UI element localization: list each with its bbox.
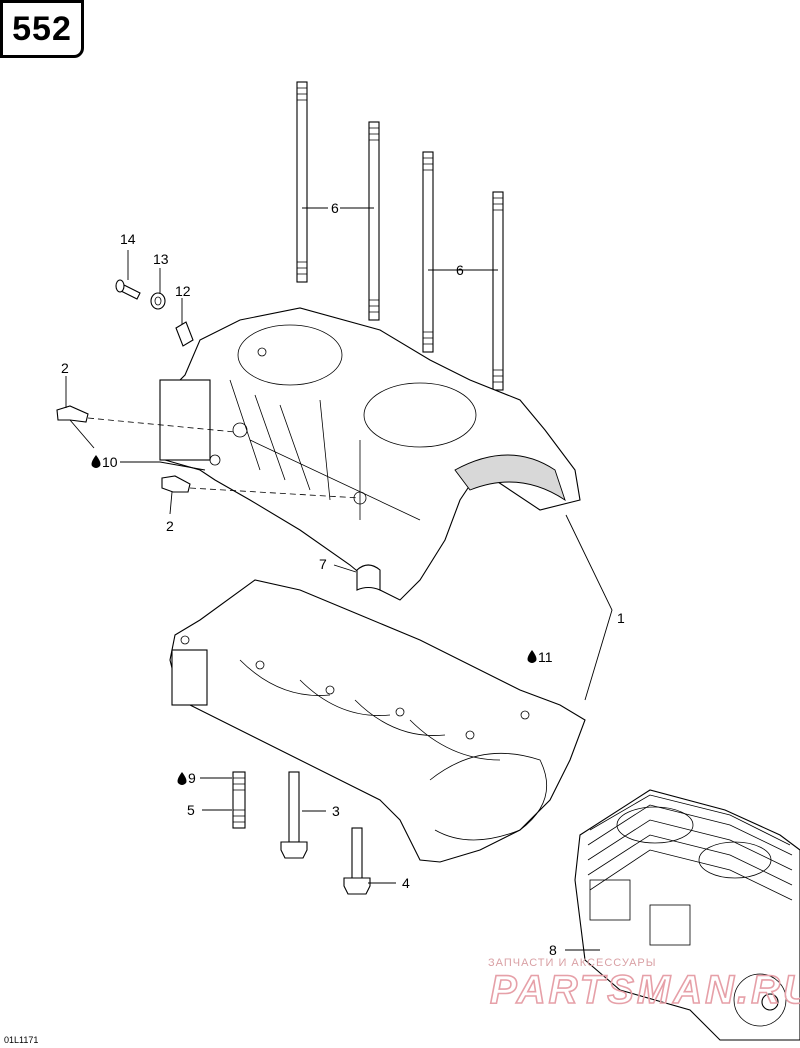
screw-14[interactable] xyxy=(115,279,141,300)
main-bearing-saddle xyxy=(454,454,566,502)
upper-crankcase-side-box xyxy=(159,379,211,461)
stud-3[interactable] xyxy=(422,151,434,353)
callout-14: 14 xyxy=(120,231,136,247)
cylinder-head-left xyxy=(616,806,694,844)
fitting-2-lower[interactable] xyxy=(161,475,191,493)
fitting-2-upper[interactable] xyxy=(56,405,89,423)
callout-7: 7 xyxy=(319,556,327,572)
washer-13[interactable] xyxy=(150,292,166,310)
callout-4: 4 xyxy=(402,875,410,891)
page-number-badge: 552 xyxy=(0,0,84,58)
stud-5[interactable] xyxy=(232,771,246,829)
oil-drop-icon xyxy=(177,772,187,785)
callout-6-right: 6 xyxy=(456,262,464,278)
callout-1: 1 xyxy=(617,610,625,626)
bearing-7[interactable] xyxy=(356,564,381,591)
plug-12[interactable] xyxy=(175,321,194,347)
callout-11: 11 xyxy=(538,649,553,665)
watermark-subtitle: ЗАПЧАСТИ И АКСЕССУАРЫ xyxy=(488,957,657,969)
upper-crankcase[interactable] xyxy=(159,307,581,601)
callout-2-upper: 2 xyxy=(61,360,69,376)
reference-code: 01L1171 xyxy=(4,1035,38,1045)
lower-crankcase-side-box xyxy=(171,649,208,706)
bolt-4[interactable] xyxy=(343,827,371,895)
callout-2-lower: 2 xyxy=(166,518,174,534)
callout-13: 13 xyxy=(153,251,169,267)
bolt-3[interactable] xyxy=(280,771,308,859)
engine-assembly-thumbnail[interactable] xyxy=(574,789,800,1041)
callout-3: 3 xyxy=(332,803,340,819)
oil-drop-icon xyxy=(91,455,101,468)
callout-8: 8 xyxy=(549,942,557,958)
leader-lines xyxy=(65,207,613,951)
watermark-logo: PARTSMAN.RU xyxy=(490,968,800,1012)
callout-5: 5 xyxy=(187,802,195,818)
stud-1[interactable] xyxy=(296,81,308,283)
page-number: 552 xyxy=(12,9,72,48)
oil-drop-icon xyxy=(527,650,537,663)
cylinder-bore-left xyxy=(237,324,343,386)
stud-group-6 xyxy=(296,81,504,391)
stud-2[interactable] xyxy=(368,121,380,321)
stud-4[interactable] xyxy=(492,191,504,391)
callout-9: 9 xyxy=(188,770,196,786)
callout-12: 12 xyxy=(175,283,191,299)
cylinder-bore-right xyxy=(363,382,477,448)
lower-crankcase[interactable] xyxy=(169,579,586,863)
callout-6-left: 6 xyxy=(331,200,339,216)
callout-10: 10 xyxy=(102,454,118,470)
cylinder-head-right xyxy=(698,841,772,879)
